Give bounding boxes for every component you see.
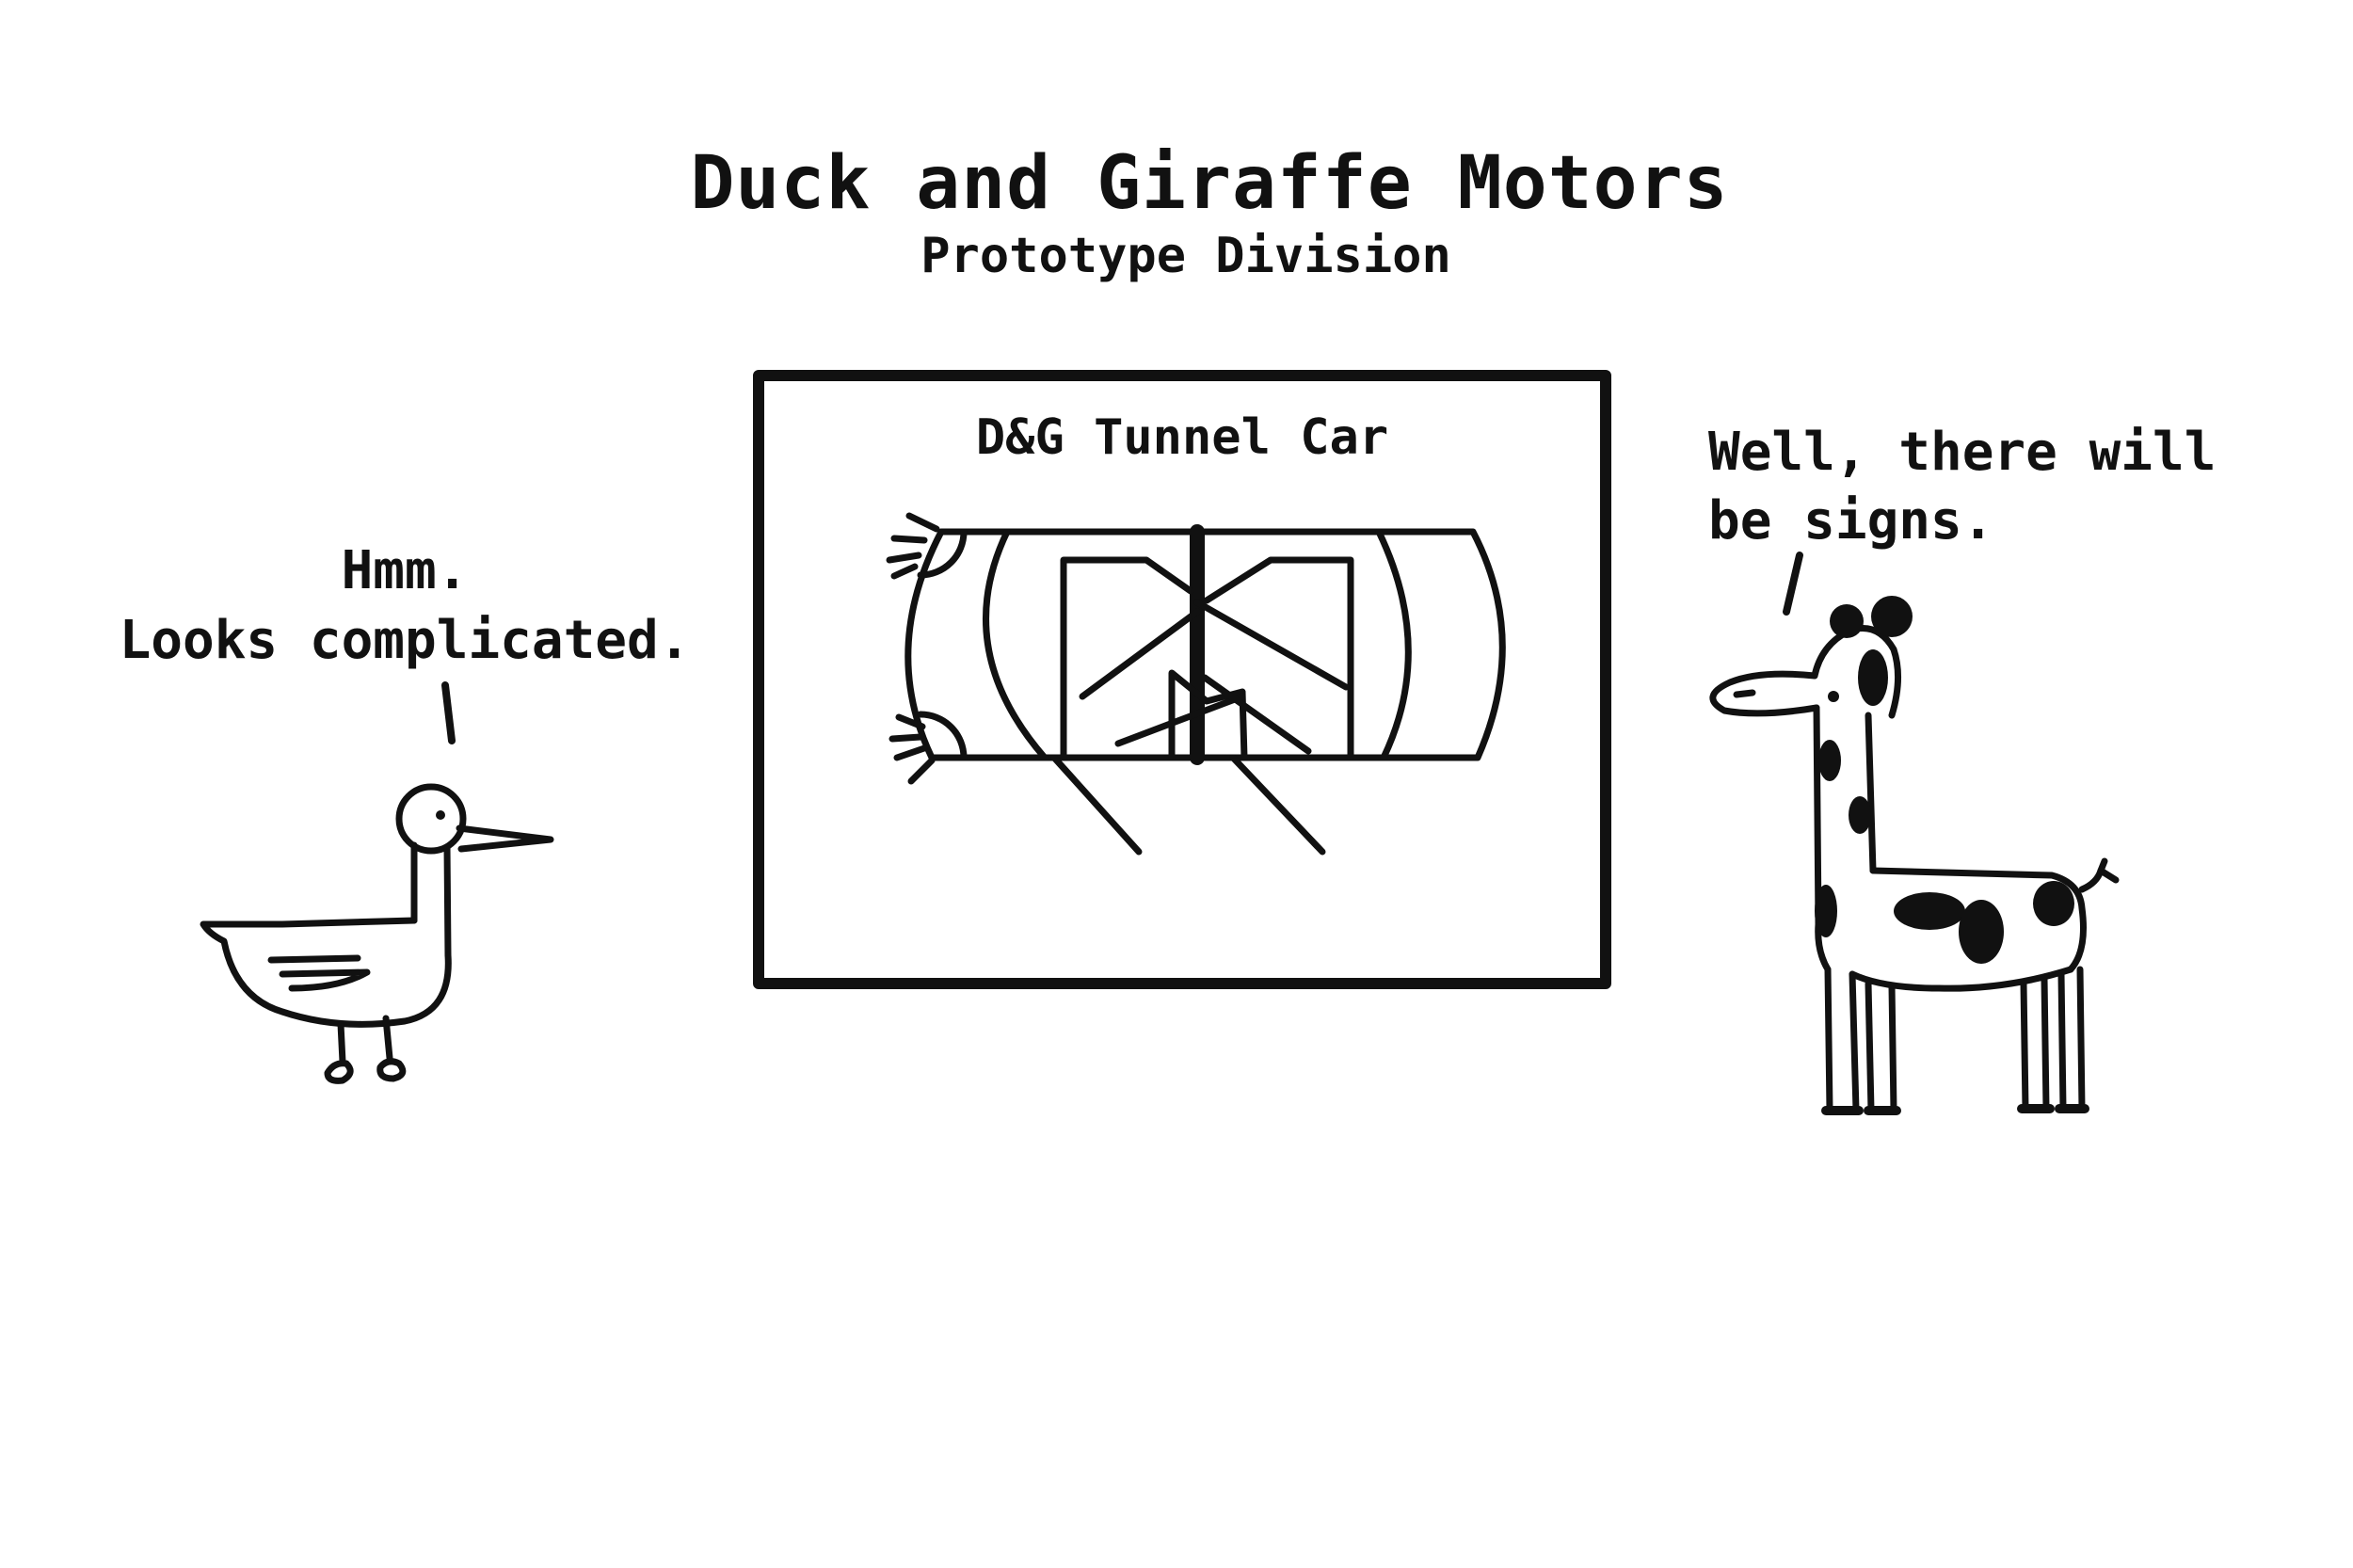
giraffe-character (1709, 625, 2120, 1115)
giraffe-speech-line-1: Well, there will (1708, 422, 2217, 483)
whiteboard: D&G Tunnel Car (753, 370, 1611, 989)
comic-title: Duck and Giraffe Motors (690, 141, 1729, 226)
giraffe-speech: Well, there will be signs. (1708, 419, 2216, 556)
giraffe-speech-line-2: be signs. (1708, 489, 1994, 552)
duck-speech-line-2: Looks complicated. (119, 610, 691, 672)
duck-speech-tick (441, 681, 456, 744)
duck-speech: Hmm. Looks complicated. (56, 536, 753, 677)
giraffe-speech-tick (1783, 552, 1803, 616)
duck-character (200, 783, 554, 1084)
giraffe-spots (1815, 596, 2074, 964)
duck-speech-line-1: Hmm. (341, 540, 469, 601)
comic-subtitle: Prototype Division (920, 228, 1451, 284)
duck-head (395, 783, 467, 855)
whiteboard-title: D&G Tunnel Car (975, 409, 1389, 466)
duck-eye (436, 810, 445, 820)
tunnel-car-drawing (886, 512, 1506, 856)
